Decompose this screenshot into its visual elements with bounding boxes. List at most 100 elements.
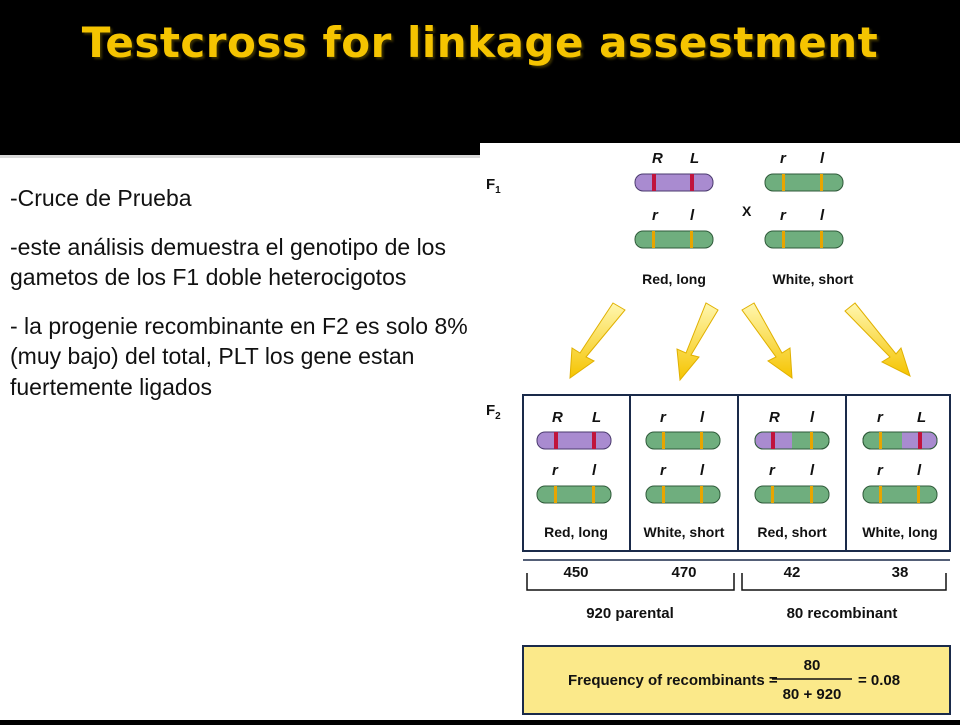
allele-label: L [592,409,601,426]
allele-label: r [660,409,667,426]
count-red-long: 450 [563,564,588,581]
allele-label: l [700,462,705,479]
chromosome-outline [862,431,938,450]
allele-label: R [769,409,780,426]
allele-label: r [660,462,667,479]
allele-label: r [769,462,776,479]
chromosome-outline [754,431,830,450]
allele-label: l [820,207,825,224]
chromosome-purple [634,173,714,192]
phenotype-label: Red, long [544,524,608,540]
chromosome-green [754,485,830,504]
gene-band [782,231,785,248]
phenotype-label: White, short [773,271,854,287]
formula-denominator: 80 + 920 [783,686,842,703]
gene-band-R [652,174,656,191]
allele-label: l [917,462,922,479]
gene-band [700,486,703,503]
gene-band-L [690,174,694,191]
count-white-long: 38 [892,564,909,581]
gene-band [782,174,785,191]
bullet-2: -este análisis demuestra el genotipo de … [10,233,446,291]
phenotype-label: White, short [644,524,725,540]
allele-label: r [877,409,884,426]
progeny-red-long: R L r l Red, long [536,409,612,540]
progeny-red-short: R l r l Red, short [754,409,830,540]
phenotype-label: White, long [862,524,937,540]
arrow-icon [676,302,719,382]
formula-box [522,645,951,715]
allele-label: r [552,462,559,479]
testcross-diagram: F1 R L r l Red, long X r l r l White, sh… [486,150,951,715]
formula-result: = 0.08 [858,672,900,689]
chromosome-green [764,173,844,192]
gene-band [917,486,920,503]
gene-band [820,174,823,191]
chromosome-green [862,485,938,504]
bullet-1: -Cruce de Prueba [10,185,192,211]
allele-label: l [700,409,705,426]
allele-label: r [877,462,884,479]
parental-total: 920 parental [586,605,674,622]
arrow-icon [569,302,626,380]
chromosome-green [645,431,721,450]
gene-band-l [690,231,693,248]
gene-band [592,486,595,503]
chromosome-green [634,230,714,249]
gene-band [810,432,813,449]
parent-white-short: r l r l White, short [764,150,854,287]
allele-label: l [820,150,825,167]
chromosome-purple [536,431,612,450]
allele-label: L [690,150,699,167]
bullet-3: - la progenie recombinante en F2 es solo… [10,312,468,400]
phenotype-label: Red, long [642,271,706,287]
count-red-short: 42 [784,564,801,581]
text-panel [0,155,480,720]
gene-band [592,432,596,449]
parental-bracket [526,573,735,591]
allele-label: l [810,409,815,426]
formula-numerator: 80 [804,657,821,674]
formula-lhs: Frequency of recombinants = [568,672,778,689]
gene-band [771,432,775,449]
slide-title: Testcross for linkage assestment [81,18,879,67]
allele-label: R [552,409,563,426]
recombinant-total: 80 recombinant [787,605,898,622]
gene-band [820,231,823,248]
count-white-short: 470 [671,564,696,581]
title-bar: Testcross for linkage assestment [0,0,960,150]
chromosome-green [645,485,721,504]
gene-band [918,432,922,449]
cross-symbol: X [742,203,752,219]
testcross-figure: F1 R L r l Red, long X r l r l White, sh… [480,143,960,720]
gene-band [554,486,557,503]
gene-band-r [652,231,655,248]
arrow-icon [741,302,793,380]
phenotype-label: Red, short [757,524,827,540]
allele-label: l [592,462,597,479]
allele-label: r [652,207,659,224]
allele-label: l [810,462,815,479]
gene-band [879,486,882,503]
chromosome-green [536,485,612,504]
gene-band [662,486,665,503]
bullet-list: -Cruce de Prueba -este análisis demuestr… [10,183,470,420]
progeny-white-short: r l r l White, short [644,409,725,540]
gene-band [662,432,665,449]
recombinant-bracket [741,573,947,591]
gene-band [771,486,774,503]
f2-progeny-box [522,394,951,552]
arrows [569,302,911,382]
progeny-white-long: r L r l White, long [862,409,937,540]
gene-band [554,432,558,449]
allele-label: r [780,150,787,167]
f2-label: F2 [486,402,501,422]
chromosome-green [764,230,844,249]
gene-band [810,486,813,503]
arrow-icon [844,302,911,377]
allele-label: r [780,207,787,224]
allele-label: R [652,150,663,167]
allele-label: l [690,207,695,224]
parent-red-long: R L r l Red, long [634,150,714,287]
gene-band [700,432,703,449]
